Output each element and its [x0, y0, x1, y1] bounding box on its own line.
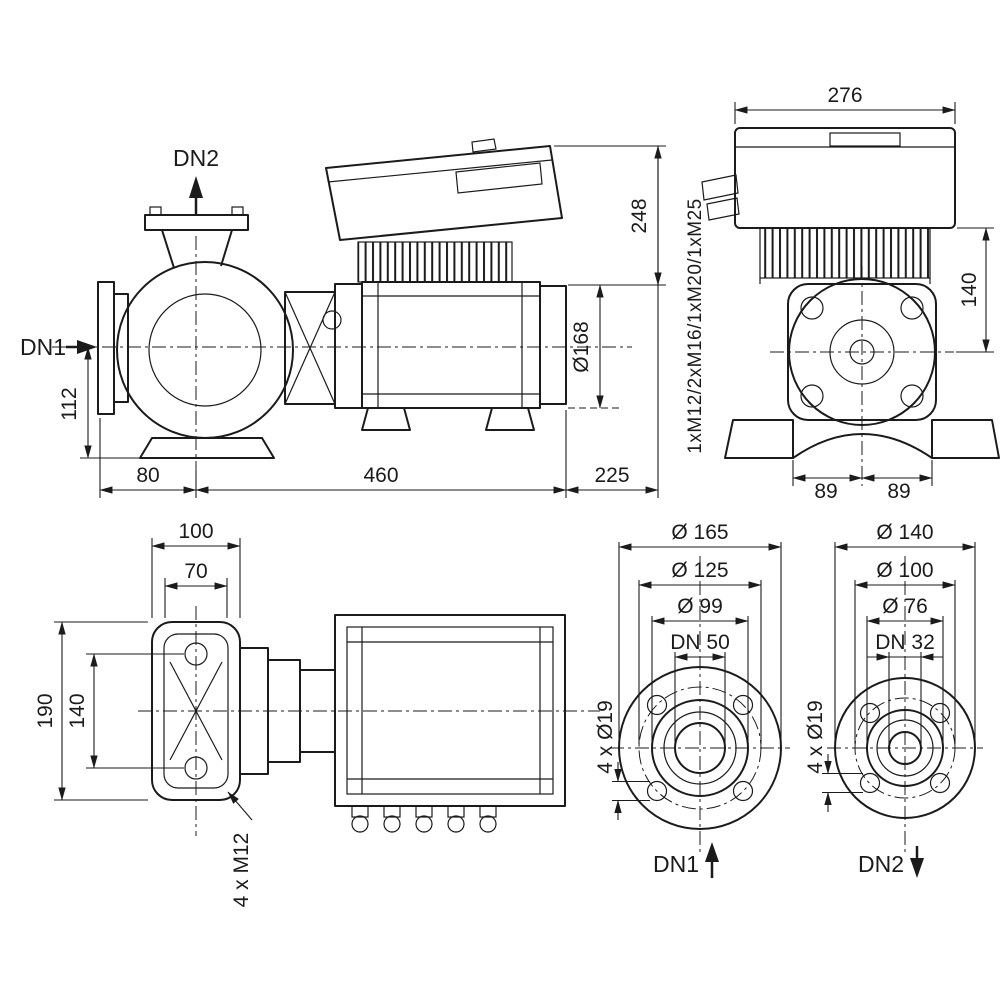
- dim-276: 276: [827, 84, 862, 107]
- top-view: 100 70 190 140 4 x M12: [34, 520, 600, 907]
- dim-140-front: 140: [958, 272, 981, 307]
- bore: [888, 731, 922, 765]
- flange-outer: [834, 677, 976, 819]
- bolt-hole: [929, 702, 951, 724]
- dim-nominal-dn1: DN 50: [670, 631, 730, 654]
- bolt-spec: 4 x M12: [230, 833, 253, 908]
- bolt-hole: [646, 694, 668, 716]
- bolt-holes-spec-dn2: 4 x Ø19: [804, 700, 827, 774]
- dim-70: 70: [184, 560, 207, 583]
- pump-base: [139, 437, 275, 459]
- flange-bolt-hole: [900, 296, 924, 320]
- bolt-circle: [638, 686, 762, 810]
- bolt-hole: [859, 702, 881, 724]
- foot-left: [724, 419, 794, 459]
- flange-outer: [618, 666, 782, 830]
- dim-motor-diameter: Ø168: [570, 321, 593, 372]
- cable-gland: [701, 174, 739, 201]
- dim-80: 80: [136, 464, 159, 487]
- flange-bolt-hole: [800, 296, 824, 320]
- dn2-label: DN2: [173, 145, 219, 171]
- dim-140-top: 140: [66, 693, 89, 728]
- module-display: [455, 162, 543, 194]
- bolt-hole: [732, 780, 754, 802]
- flange-view-dn1: Ø 165 Ø 125 Ø 99 DN 50 4 x Ø19 DN1: [594, 521, 790, 878]
- bolt-holes-spec-dn1: 4 x Ø19: [594, 700, 617, 774]
- bore: [674, 722, 726, 774]
- dim-89-left: 89: [814, 480, 837, 503]
- bolt-hole: [929, 772, 951, 794]
- dim-190: 190: [34, 693, 57, 728]
- electronic-module: [325, 145, 563, 241]
- front-view: 276 140 89 89 1xM12/2xM16/1xM20/1xM25: [685, 84, 1000, 503]
- cable-gland: [706, 197, 740, 221]
- flange-view-dn2: Ø 140 Ø 100 Ø 76 DN 32 4 x Ø19 DN2: [804, 521, 983, 878]
- side-view: DN2 DN1 112 80 460 225 248 Ø168: [20, 138, 666, 498]
- lifting-eye: [322, 310, 342, 330]
- dim-225: 225: [594, 464, 629, 487]
- dn1-label: DN1: [20, 334, 66, 360]
- cable-glands-row: [351, 805, 497, 833]
- bolt-hole: [732, 694, 754, 716]
- suction-flange: [97, 281, 115, 415]
- flange-bolt-hole: [800, 384, 824, 408]
- flange-bolt-hole: [900, 384, 924, 408]
- dim-face-dn1: Ø 99: [677, 595, 723, 618]
- motor-foot: [361, 407, 411, 431]
- dim-bolt-circle-dn1: Ø 125: [671, 559, 728, 582]
- flange-bolt-hole: [184, 642, 208, 666]
- dim-100: 100: [178, 520, 213, 543]
- bolt-hole: [646, 780, 668, 802]
- heatsink-fins-front: [759, 227, 931, 279]
- dim-face-dn2: Ø 76: [882, 595, 928, 618]
- dim-460: 460: [363, 464, 398, 487]
- module-front: [734, 127, 956, 229]
- dim-248: 248: [628, 198, 651, 233]
- cable-gland-spec: 1xM12/2xM16/1xM20/1xM25: [685, 198, 706, 453]
- bolt-hole: [859, 772, 881, 794]
- bolt-circle: [854, 697, 956, 799]
- dim-112: 112: [58, 387, 81, 420]
- dn1-port-label: DN1: [653, 851, 699, 877]
- volute-casing: [116, 261, 294, 439]
- dim-outer-dn1: Ø 165: [671, 521, 728, 544]
- dim-outer-dn2: Ø 140: [876, 521, 933, 544]
- dim-nominal-dn2: DN 32: [875, 631, 935, 654]
- dn2-port-label: DN2: [858, 851, 904, 877]
- foot-right: [931, 419, 1000, 459]
- motor-foot: [485, 407, 535, 431]
- heatsink-fins: [357, 241, 513, 283]
- flange-bolt-hole: [184, 756, 208, 780]
- dim-bolt-circle-dn2: Ø 100: [876, 559, 933, 582]
- discharge-flange: [144, 214, 249, 231]
- dim-89-right: 89: [887, 480, 910, 503]
- motor-body: [361, 281, 541, 409]
